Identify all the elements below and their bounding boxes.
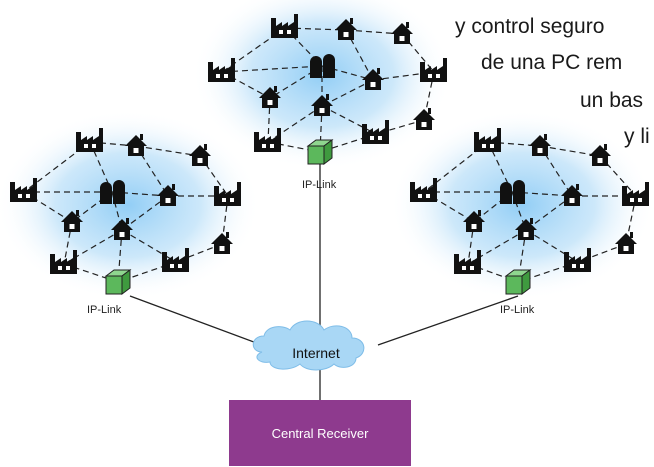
mesh-link xyxy=(267,97,271,143)
factory-icon xyxy=(162,248,189,272)
house-icon xyxy=(362,68,384,90)
link-right-gateway xyxy=(377,295,519,346)
gateways xyxy=(104,139,532,295)
ip-link-gateway-icon xyxy=(306,139,334,165)
ip-link-gateway-icon xyxy=(504,269,532,295)
cloud-icon xyxy=(252,320,365,371)
factory-icon xyxy=(214,182,241,206)
mesh-link xyxy=(221,71,271,99)
ip-link-gateway-icon xyxy=(104,269,132,295)
mesh-link xyxy=(539,145,601,157)
house-icon xyxy=(189,144,211,166)
house-icon xyxy=(463,210,485,232)
backbone-links xyxy=(129,162,519,400)
factory-icon xyxy=(420,58,447,82)
factory-icon xyxy=(454,250,481,274)
factory-icon xyxy=(271,14,298,38)
house-icon xyxy=(259,86,281,108)
factory-icon xyxy=(10,178,37,202)
house-icon xyxy=(211,232,233,254)
bg-text-line-4: y li xyxy=(624,125,650,148)
silo-icon xyxy=(310,54,335,78)
central-receiver: Central Receiver xyxy=(229,400,411,466)
mesh-link xyxy=(599,155,637,197)
house-icon xyxy=(391,22,413,44)
factory-icon xyxy=(410,178,437,202)
mesh-link xyxy=(525,229,579,263)
factory-icon xyxy=(622,182,649,206)
mesh-link xyxy=(63,229,123,265)
mesh-link xyxy=(473,191,513,223)
bg-text-line-2: de una PC rem xyxy=(481,51,623,74)
bg-text-line-3: un bas xyxy=(580,89,644,112)
link-left-gateway xyxy=(129,295,263,346)
house-icon xyxy=(157,184,179,206)
house-icon xyxy=(413,108,435,130)
factory-icon xyxy=(50,250,77,274)
silo-icon xyxy=(100,180,125,204)
mesh-link xyxy=(221,65,323,73)
house-icon xyxy=(515,218,537,240)
factory-icon xyxy=(362,120,389,144)
factory-icon xyxy=(474,128,501,152)
internet-cloud: Internet xyxy=(252,320,365,371)
bg-text-line-1: y control seguro xyxy=(455,15,605,38)
mesh-link xyxy=(71,191,113,223)
house-icon xyxy=(111,218,133,240)
factory-icon xyxy=(254,128,281,152)
gateway-label-top: IP-Link xyxy=(302,179,337,191)
house-icon xyxy=(125,134,147,156)
devices xyxy=(10,14,649,274)
mesh-link xyxy=(199,155,229,197)
factory-icon xyxy=(208,58,235,82)
house-icon xyxy=(335,18,357,40)
mesh-link xyxy=(467,221,475,265)
mesh-link xyxy=(467,229,527,265)
mesh-link xyxy=(63,221,73,265)
mesh-link xyxy=(89,141,137,147)
mesh-link xyxy=(135,145,201,157)
house-icon xyxy=(615,232,637,254)
house-icon xyxy=(311,94,333,116)
gateway-label-left: IP-Link xyxy=(87,304,122,316)
house-icon xyxy=(61,210,83,232)
house-icon xyxy=(589,144,611,166)
factory-icon xyxy=(76,128,103,152)
house-icon xyxy=(529,134,551,156)
factory-icon xyxy=(564,248,591,272)
cloud-label: Internet xyxy=(292,345,340,361)
silo-icon xyxy=(500,180,525,204)
gateway-label-right: IP-Link xyxy=(500,304,535,316)
mesh-link xyxy=(401,33,435,73)
receiver-label: Central Receiver xyxy=(272,426,369,441)
mesh-link xyxy=(319,105,323,153)
house-icon xyxy=(561,184,583,206)
